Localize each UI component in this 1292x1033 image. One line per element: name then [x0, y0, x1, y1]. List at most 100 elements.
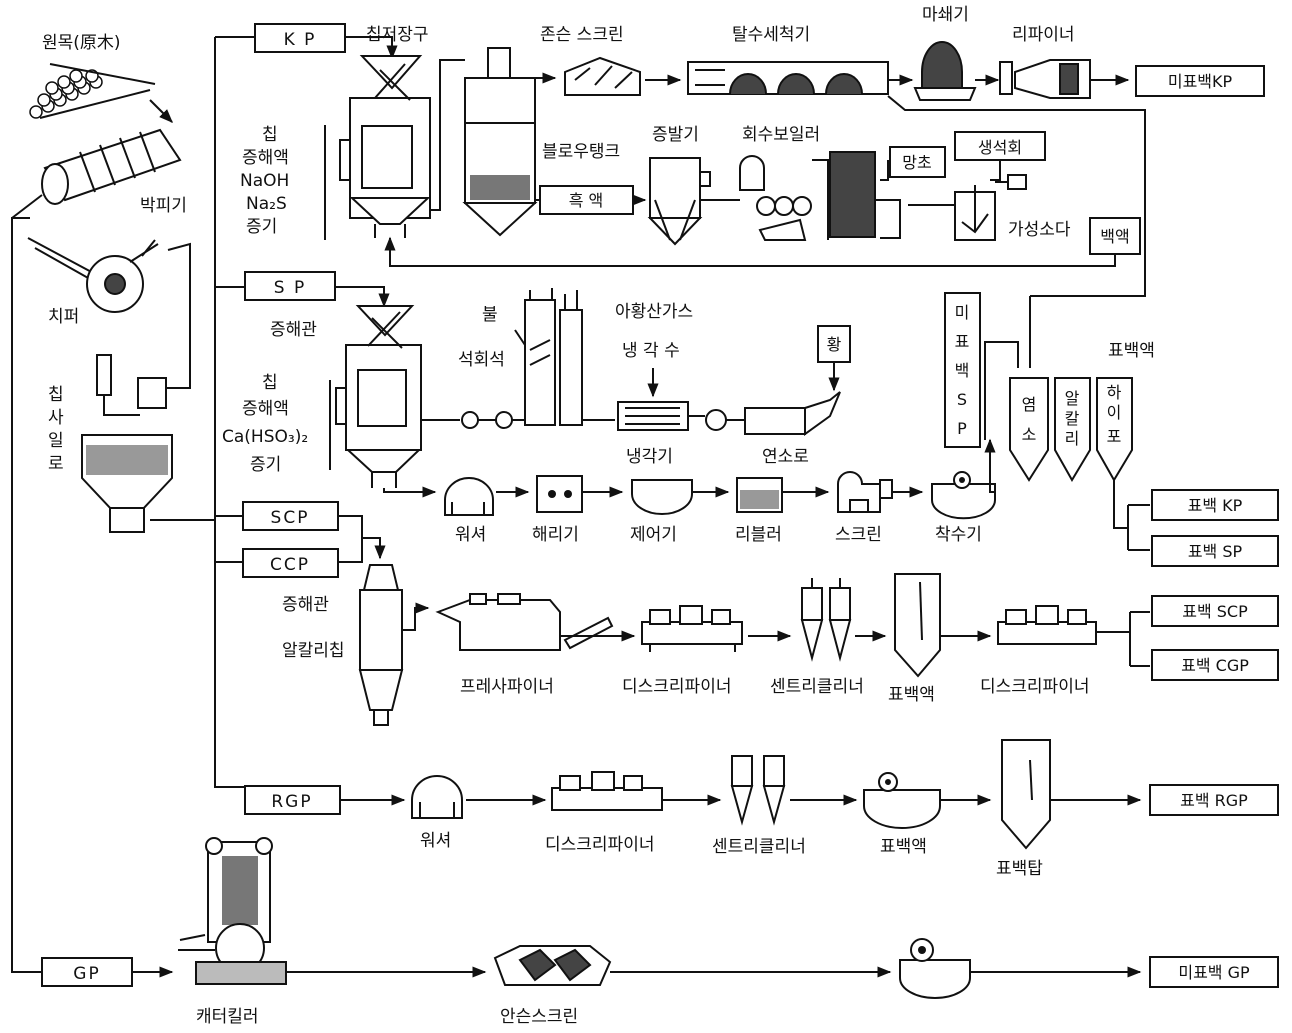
rgp-bleach-liquor-icon [864, 773, 940, 828]
press-refiner-icon [438, 594, 612, 650]
centri-cleaner-label: 센트리클리너 [770, 677, 864, 697]
centri-cleaner-icon [802, 578, 850, 658]
washer-dewater-label: 탈수세척기 [732, 25, 810, 45]
unbleached-kp-product: 미표백KP [1136, 66, 1264, 96]
scp-digester-icon [360, 565, 402, 725]
cooler-icon [618, 402, 688, 430]
beater-label: 마쇄기 [922, 5, 969, 25]
johnson-screen-label: 안슨스크린 [500, 1007, 578, 1027]
rgp-disc-refiner-label: 디스크리파이너 [545, 835, 654, 855]
sp-box: S P [245, 272, 335, 300]
recovery-boiler-icon [740, 152, 875, 240]
riffler-icon [737, 478, 782, 512]
refiner-icon [1000, 60, 1090, 98]
digester-scp-label: 증해관 [282, 595, 329, 615]
bleach-tower-icon [1002, 740, 1050, 848]
svg-text:SCP: SCP [271, 508, 310, 528]
svg-text:GP: GP [73, 964, 100, 984]
svg-text:증해액: 증해액 [242, 399, 289, 419]
debarker-label: 박피기 [140, 196, 187, 216]
alkali-chip-label: 알칼리칩 [282, 641, 345, 661]
ccp-box: CCP [243, 549, 338, 577]
svg-text:증기: 증기 [246, 217, 277, 237]
chlorine-tower-icon: 염 소 [1010, 378, 1048, 480]
black-liquor-box: 흑 액 [540, 186, 633, 214]
caterkiller-label: 캐터킬러 [196, 1007, 259, 1027]
causticizer-label: 가성소다 [1008, 220, 1071, 240]
kp-box: K P [255, 24, 345, 52]
gp-thickener-icon [900, 939, 970, 998]
svg-text:생석회: 생석회 [978, 138, 1022, 157]
beater-icon [915, 42, 975, 100]
svg-text:칩: 칩 [262, 373, 278, 393]
evaporator-label: 증발기 [652, 125, 699, 145]
alkali-tower-icon: 알 칼 리 [1055, 378, 1090, 480]
deflaker-icon [537, 476, 582, 512]
svg-text:표백 SCP: 표백 SCP [1182, 602, 1248, 621]
screen-label: 스크린 [835, 525, 882, 545]
fire-label: 불 [482, 305, 498, 325]
bleach-tower-label: 표백탑 [996, 859, 1043, 879]
quicklime-box: 생석회 [955, 132, 1045, 160]
svg-text:일: 일 [48, 431, 64, 451]
svg-text:CCP: CCP [270, 555, 310, 575]
svg-text:RGP: RGP [271, 792, 312, 812]
disc-refiner-label: 디스크리파이너 [622, 677, 731, 697]
bleach-tank-icon [895, 574, 940, 676]
svg-text:NaOH: NaOH [240, 171, 289, 191]
logs-label: 원목(原木) [42, 33, 121, 53]
chip-silo-icon [82, 355, 172, 532]
svg-text:증기: 증기 [250, 455, 281, 475]
svg-text:K P: K P [284, 30, 317, 50]
acid-tower-icon [515, 288, 582, 425]
blow-tank-label: 블로우탱크 [542, 142, 620, 162]
svg-text:표백 KP: 표백 KP [1188, 496, 1243, 515]
recovery-boiler-label: 회수보일러 [742, 125, 820, 145]
kp-cooking-label: 칩 증해액 NaOH Na₂S 증기 [240, 125, 289, 237]
sulfur-box: 황 [818, 326, 850, 362]
so2-gas-label: 아황산가스 [615, 302, 693, 322]
knotter-icon [632, 480, 692, 514]
svg-text:백: 백 [955, 361, 970, 380]
svg-text:이: 이 [1107, 403, 1122, 422]
hypo-tower-icon: 하 이 포 [1097, 378, 1132, 480]
rgp-centri-cleaner-label: 센트리클리너 [712, 837, 806, 857]
disc-refiner-icon [642, 606, 742, 652]
svg-text:백액: 백액 [1100, 227, 1129, 246]
svg-text:미: 미 [955, 303, 970, 322]
unbleached-gp-product: 미표백 GP [1150, 957, 1278, 987]
unbleached-sp-box: 미 표 백 S P [945, 293, 980, 447]
deflaker-label: 해리기 [532, 525, 579, 545]
white-liquor-box: 백액 [1090, 218, 1140, 254]
debarker-drum-icon [42, 130, 180, 204]
svg-text:흑 액: 흑 액 [569, 191, 604, 210]
svg-text:P: P [957, 419, 967, 438]
rgp-centri-cleaner-icon [732, 756, 784, 822]
digester-sp-label: 증해관 [270, 320, 317, 340]
svg-text:사: 사 [48, 408, 64, 428]
johnson-screen-icon [495, 946, 610, 985]
burner-icon [706, 392, 840, 434]
chipper-icon [28, 238, 158, 312]
caterkiller-icon [178, 838, 286, 984]
knot-screen-label: 존슨 스크린 [540, 25, 624, 45]
thickener-label: 착수기 [935, 525, 982, 545]
rgp-bleach-liquor-label: 표백액 [880, 837, 927, 857]
rgp-disc-refiner-icon [552, 772, 662, 810]
svg-text:소: 소 [1022, 425, 1037, 444]
refiner-label: 리파이너 [1012, 25, 1075, 45]
limestone-label: 석회석 [458, 350, 505, 370]
svg-text:칩: 칩 [262, 125, 278, 145]
bleached-cgp-product: 표백 CGP [1152, 650, 1278, 680]
washer-dewater-icon [688, 62, 888, 94]
bleached-sp-product: 표백 SP [1152, 536, 1278, 566]
screen-icon [838, 472, 892, 512]
svg-text:칼: 칼 [1065, 409, 1080, 428]
chipper-label: 치퍼 [48, 307, 79, 327]
bleach-liquor-label: 표백액 [888, 685, 935, 705]
knot-screen-icon [565, 58, 640, 95]
bleach-liquor-top-label: 표백액 [1108, 341, 1155, 361]
rgp-washer-icon [412, 776, 462, 818]
disc-refiner-2-label: 디스크리파이너 [980, 677, 1089, 697]
